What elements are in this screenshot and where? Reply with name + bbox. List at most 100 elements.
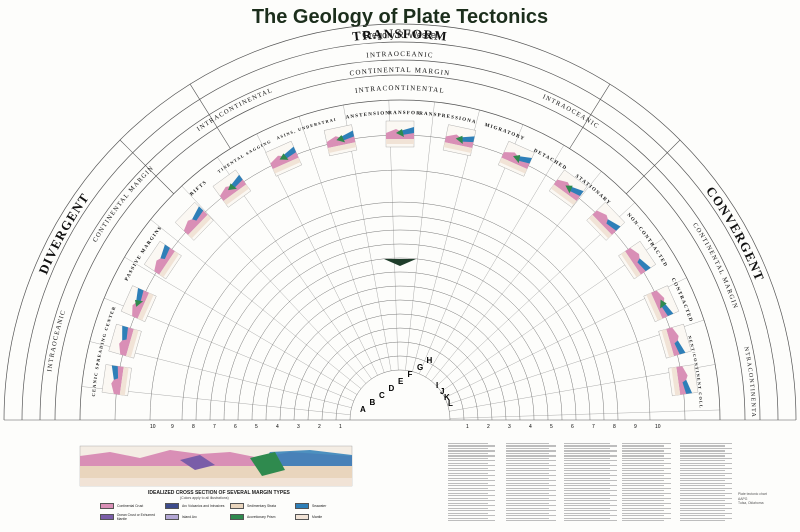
column-number: 4	[529, 424, 532, 430]
column-number: 2	[487, 424, 490, 430]
column-number: 6	[571, 424, 574, 430]
ring	[149, 169, 651, 421]
text-column	[564, 443, 626, 525]
legend-swatch	[165, 503, 179, 509]
legend-swatch	[100, 514, 114, 520]
row-letter-L: L	[448, 399, 453, 408]
sector-line	[569, 84, 611, 149]
cross-section-thumbnail	[323, 124, 358, 157]
legend-swatch	[100, 503, 114, 509]
cross-section-thumbnail	[618, 240, 656, 280]
sub-transtensional: TRANSTENSIONAL	[0, 0, 390, 121]
column-number: 1	[339, 424, 342, 430]
row-letter-J: J	[440, 387, 444, 396]
row-letter-D: D	[389, 384, 395, 393]
chart-title: The Geology of Plate Tectonics	[251, 6, 549, 28]
color-legend: Continental Crust Arc Volcanics and Intru…	[100, 503, 360, 521]
legend-swatch	[230, 503, 244, 509]
legend-label: Sedimentary Strata	[247, 504, 277, 508]
legend-swatch	[230, 514, 244, 520]
sector-line	[189, 84, 231, 149]
ring	[3, 23, 797, 421]
legend-item: Seawater	[295, 503, 360, 509]
band-convergent: CONVERGENT	[703, 184, 767, 284]
cross-section-thumbnail	[498, 140, 535, 177]
column-number: 7	[213, 424, 216, 430]
band-divergent: DIVERGENT	[35, 190, 92, 276]
column-number: 2	[318, 424, 321, 430]
band-transform: TRANSFORM	[351, 26, 448, 44]
cross-section-thumbnail	[548, 169, 588, 208]
column-number: 1	[466, 424, 469, 430]
ring	[237, 257, 563, 421]
legend-title: IDEALIZED CROSS SECTION OF SEVERAL MARGI…	[148, 490, 290, 496]
ring	[54, 74, 746, 421]
legend-item: Sedimentary Strata	[230, 503, 295, 509]
cross-section-thumbnail	[120, 285, 157, 322]
column-number: 4	[276, 424, 279, 430]
text-column	[680, 443, 742, 525]
explanatory-text	[448, 443, 732, 525]
thumbnail-cells	[101, 120, 699, 397]
chart-author: Gregory R. Wessel	[362, 30, 438, 40]
sub-transform: TRANSFORM	[0, 0, 421, 117]
ring	[223, 243, 577, 421]
cross-section-thumbnail	[265, 140, 302, 177]
ring	[79, 99, 721, 421]
ring	[195, 215, 605, 421]
footer-line: Tulsa, Oklahoma	[738, 501, 764, 505]
radial-line	[298, 116, 385, 373]
radial-line	[181, 185, 367, 384]
column-number: 8	[613, 424, 616, 430]
legend-item: Continental Crust	[100, 503, 165, 509]
sector-line	[119, 139, 174, 194]
column-number: 9	[634, 424, 637, 430]
row-letter-A: A	[360, 405, 366, 414]
text-column	[622, 443, 684, 525]
sub-rifts: RIFTS	[189, 180, 208, 197]
cross-section-thumbnail	[668, 364, 699, 397]
radial-line	[405, 101, 435, 371]
radial-line	[425, 145, 564, 378]
cross-section-strip	[79, 445, 353, 487]
sub-intracratonic-basins: INTRACRATONIC BASINS, UNDERSTRAINED AFFI…	[0, 0, 337, 141]
ring	[293, 313, 507, 421]
column-number: 5	[550, 424, 553, 430]
column-number: 3	[508, 424, 511, 430]
column-number: 9	[171, 424, 174, 430]
sub-continent-collisions: CONTINENT/CONTINENT COLLISIONS	[0, 0, 703, 409]
ring	[265, 285, 535, 421]
ring	[39, 59, 761, 421]
row-letter-C: C	[379, 391, 385, 400]
cross-section-thumbnail	[212, 169, 252, 208]
band-divergent-intracontinental: INTRACONTINENTAL	[196, 87, 274, 133]
legend-label: Arc Volcanics and Intrusives	[182, 504, 225, 508]
ring	[21, 41, 779, 421]
legend-item: Accretionary Prism	[230, 513, 295, 521]
legend-swatch	[295, 514, 309, 520]
row-letter-K: K	[444, 393, 450, 402]
text-column	[506, 443, 568, 525]
cross-section-thumbnail	[144, 240, 182, 280]
band-divergent-continental-margin: CONTINENTAL MARGIN	[92, 164, 156, 243]
sector-line	[626, 139, 681, 194]
ring	[209, 229, 591, 421]
concentric-rings	[3, 23, 797, 421]
cross-section-thumbnail	[101, 364, 132, 397]
cross-section-thumbnail	[643, 285, 680, 322]
ring	[251, 271, 549, 421]
ring	[349, 369, 451, 421]
ring	[307, 327, 493, 421]
band-transform-continental-margin: CONTINENTAL MARGIN	[349, 66, 451, 78]
cross-section-thumbnail	[658, 323, 692, 359]
center-marker	[384, 259, 416, 266]
legend-item: Ocean Crust or Exhumed Mantle	[100, 513, 165, 521]
row-letter-I: I	[436, 381, 438, 390]
legend-item: Island Arc	[165, 513, 230, 521]
row-letter-F: F	[408, 370, 413, 379]
band-transform-intracontinental: INTRACONTINENTAL	[355, 84, 446, 95]
column-number: 6	[234, 424, 237, 430]
cross-section-thumbnail	[174, 202, 214, 241]
column-number: 8	[192, 424, 195, 430]
